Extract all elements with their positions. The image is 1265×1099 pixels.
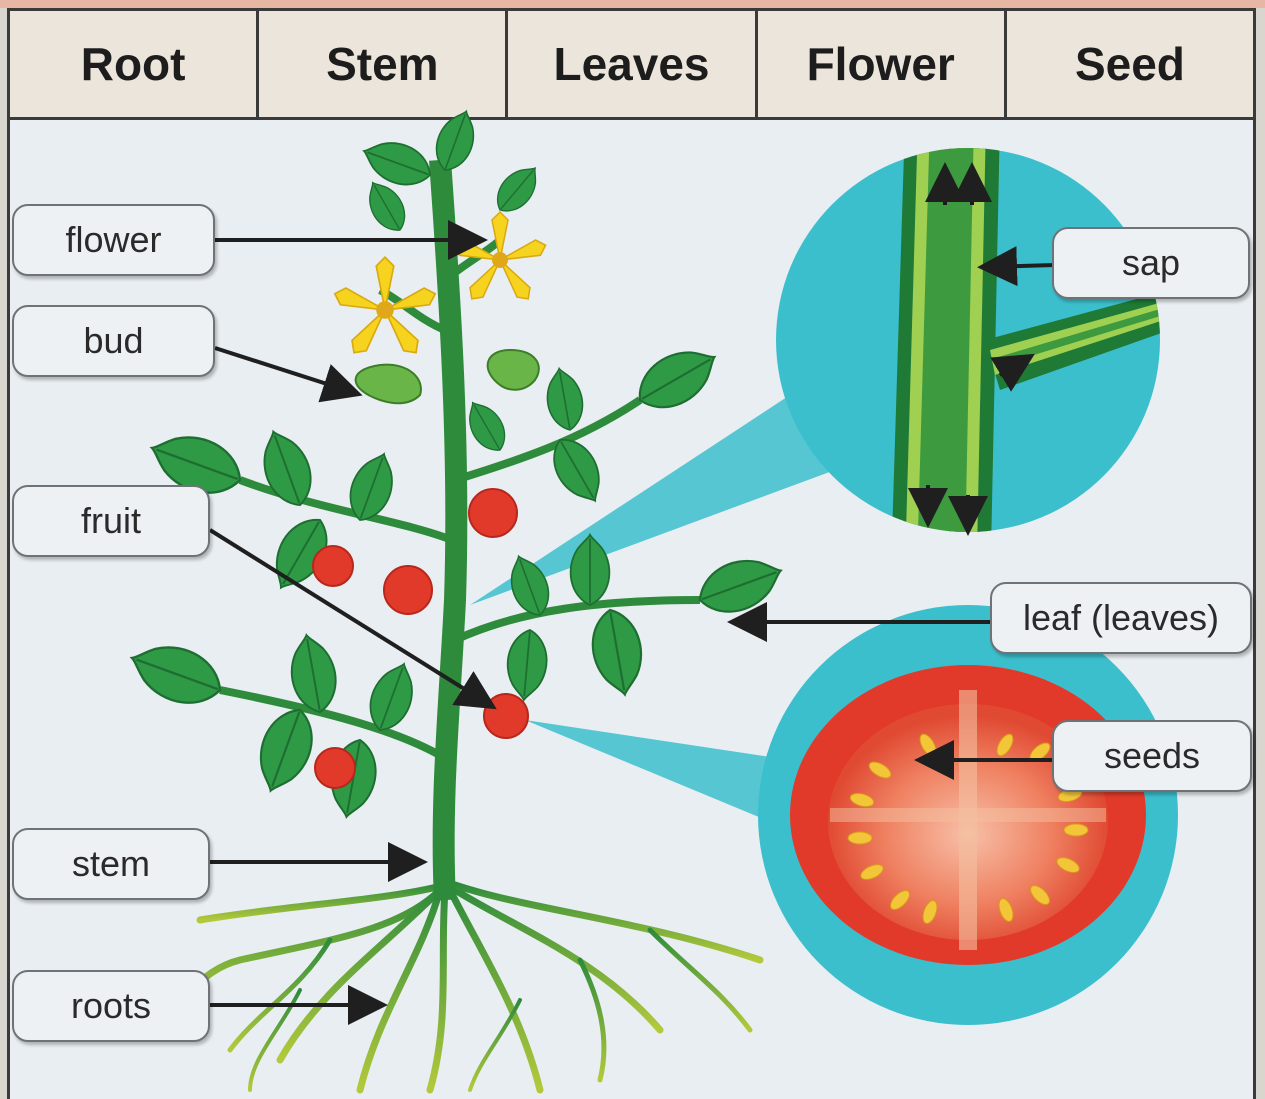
label-seeds: seeds xyxy=(1052,720,1252,792)
label-stem: stem xyxy=(12,828,210,900)
label-leaf: leaf (leaves) xyxy=(990,582,1252,654)
label-roots: roots xyxy=(12,970,210,1042)
label-bud: bud xyxy=(12,305,215,377)
label-sap: sap xyxy=(1052,227,1250,299)
roots-system xyxy=(160,885,760,1090)
tomato-cross-section xyxy=(758,605,1178,1025)
fruit-callout-pointer xyxy=(525,720,790,830)
label-flower: flower xyxy=(12,204,215,276)
stem-cross-section xyxy=(776,120,1170,600)
label-fruit: fruit xyxy=(12,485,210,557)
